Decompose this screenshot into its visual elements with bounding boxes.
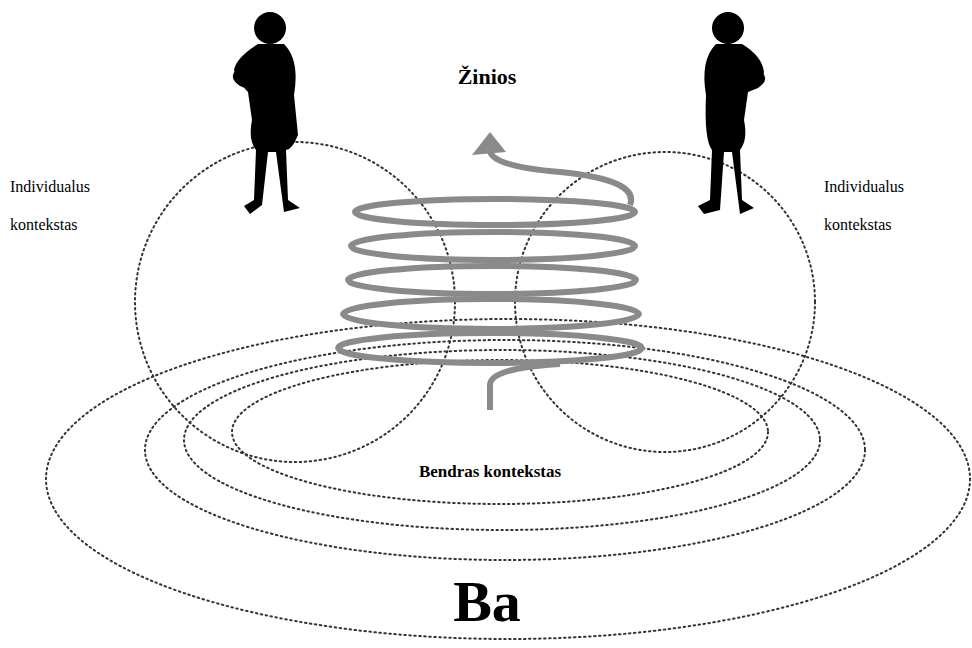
person-figure xyxy=(233,12,300,214)
context-ellipse xyxy=(232,360,768,504)
knowledge-label: Žinios xyxy=(387,64,587,90)
spiral-arrowhead xyxy=(472,132,506,155)
knowledge-spiral xyxy=(338,150,642,410)
shared-context-label: Bendras kontekstas xyxy=(413,461,567,483)
context-ellipse xyxy=(46,319,970,639)
person-figure xyxy=(698,12,765,214)
context-ellipse xyxy=(145,340,865,560)
context-label: Individualus kontekstas xyxy=(10,168,125,245)
context-label: Individualus kontekstas xyxy=(824,168,939,245)
ba-label: Ba xyxy=(407,570,567,634)
